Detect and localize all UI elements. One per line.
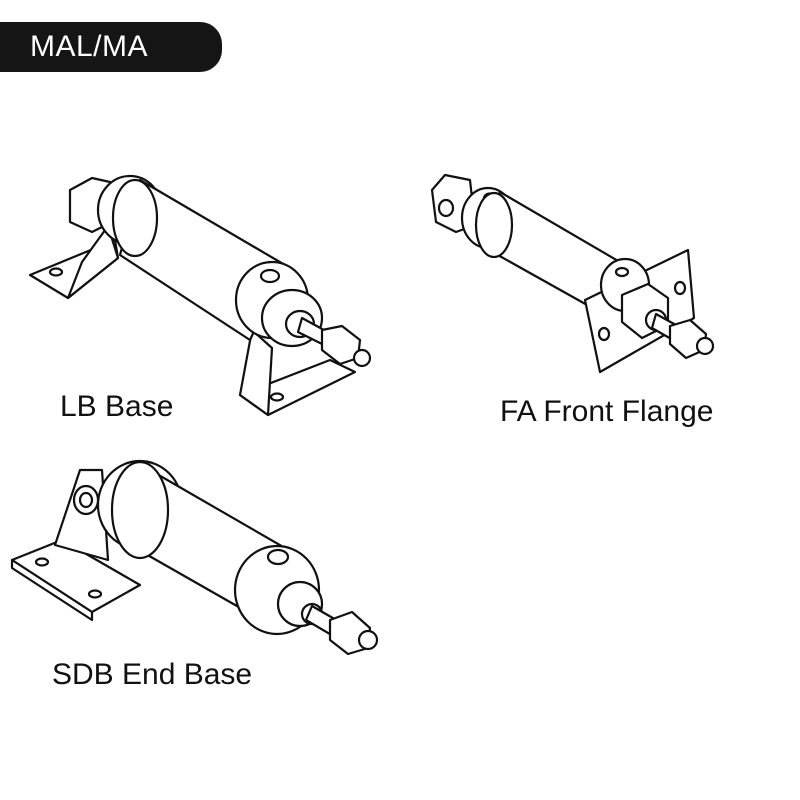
lb-base-cylinder-illustration [28, 174, 372, 417]
series-tag: MAL/MA [0, 22, 222, 72]
series-tag-label: MAL/MA [30, 30, 149, 63]
fa-front-flange-label: FA Front Flange [500, 395, 714, 428]
fa-front-flange-cylinder-illustration [430, 173, 715, 374]
lb-base-label: LB Base [60, 390, 174, 423]
sdb-end-base-label: SDB End Base [52, 658, 253, 691]
sdb-end-base-cylinder-illustration [10, 459, 379, 656]
